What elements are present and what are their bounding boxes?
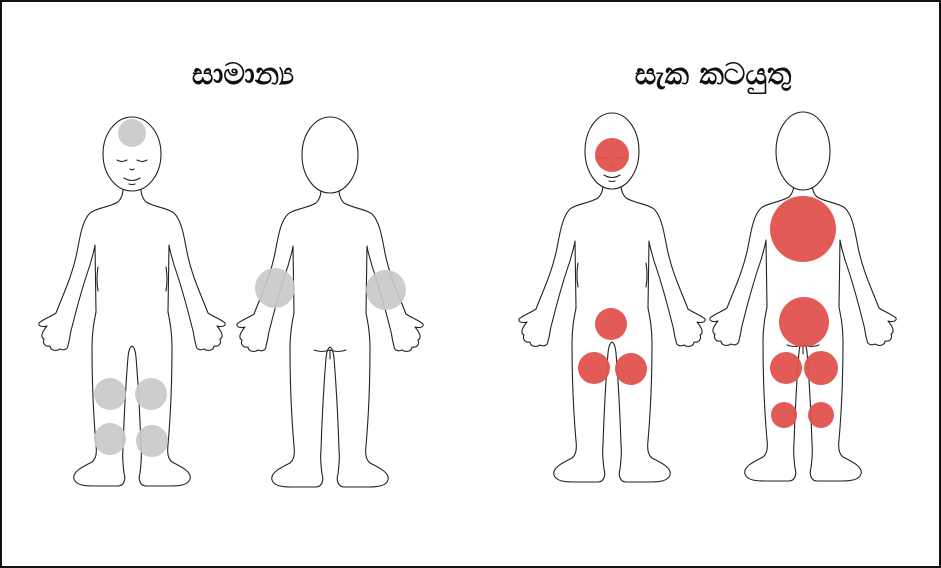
chin [129, 184, 135, 185]
heading-normal: සාමාන්‍ය [192, 60, 294, 90]
chin [609, 181, 615, 182]
marker-left-inner-thigh [578, 352, 610, 384]
marker-upper-back [770, 196, 836, 262]
marker-right-calf [808, 402, 834, 428]
marker-right-shin [136, 425, 168, 457]
marker-forehead [118, 119, 146, 147]
marker-groin [595, 308, 627, 340]
marker-face [595, 138, 629, 172]
marker-left-elbow [255, 268, 295, 308]
marker-left-back-thigh [770, 352, 802, 384]
body-outline [39, 189, 225, 486]
marker-right-elbow [366, 270, 406, 310]
figure-normal-front [39, 117, 225, 486]
marker-right-knee [135, 378, 167, 410]
marker-left-shin [94, 423, 126, 455]
head [302, 117, 358, 193]
body-outline [237, 190, 423, 487]
marker-right-inner-thigh [615, 353, 647, 385]
heading-suspicious: සැක කටයුතු [635, 60, 792, 90]
marker-right-back-thigh [804, 351, 838, 385]
figure-suspicious-back [710, 112, 896, 481]
head [776, 112, 830, 190]
marker-left-calf [771, 402, 797, 428]
marker-left-knee [94, 378, 126, 410]
marker-buttocks [779, 297, 829, 347]
